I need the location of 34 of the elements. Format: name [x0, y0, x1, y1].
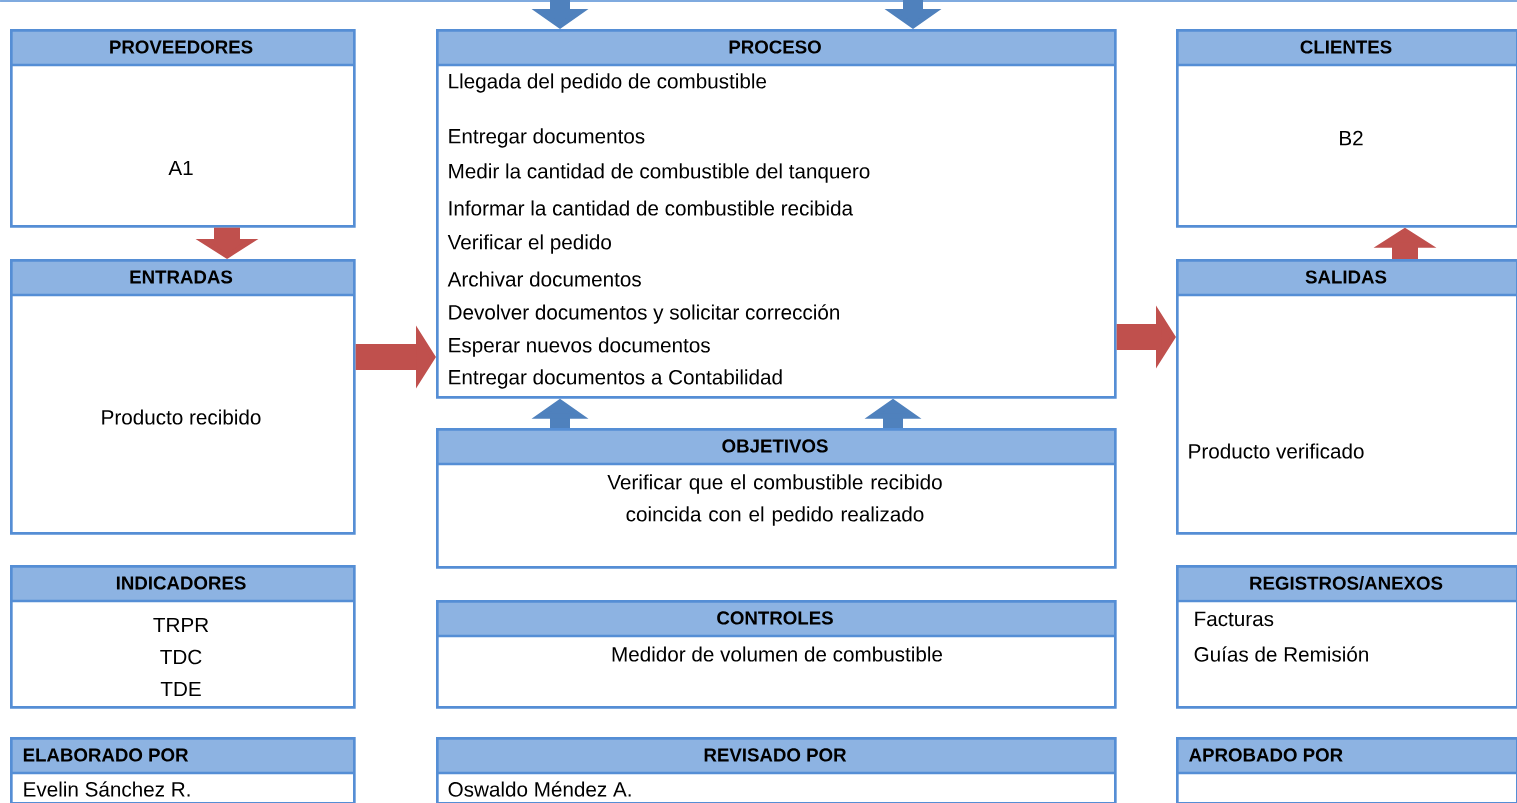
panel-heading: CONTROLES	[717, 611, 833, 625]
panel-heading: REGISTROS/ANEXOS	[1250, 576, 1443, 590]
body-text: Facturas	[1195, 611, 1274, 627]
panel-heading: CLIENTES	[1300, 40, 1392, 54]
body-text: TDC	[160, 649, 202, 665]
panel-heading: SALIDAS	[1305, 270, 1387, 284]
body-text: Verificar el pedido	[447, 234, 611, 254]
body-text: Entregar documentos	[449, 128, 645, 148]
body-text: Producto verificado	[1189, 443, 1364, 459]
body-text: TDE	[160, 681, 201, 697]
body-text: A1	[168, 160, 193, 176]
panel-heading: OBJETIVOS	[722, 439, 828, 453]
body-text: Llegada del pedido de combustible	[449, 73, 767, 93]
body-text: Informar la cantidad de combustible recibida	[449, 200, 854, 216]
body-text: Oswaldo Méndez A.	[448, 781, 631, 797]
body-text: Esperar nuevos documentos	[449, 337, 710, 357]
panel-heading: ENTRADAS	[130, 270, 233, 284]
body-text: Verificar que el combustible recibido coincida con el pedido realizado	[607, 474, 942, 526]
body-text: Medir la cantidad de combustible del tanquero	[449, 163, 870, 183]
body-text: Devolver documentos y solicitar corrección	[449, 304, 839, 324]
panel-heading: INDICADORES	[116, 576, 246, 590]
panel-heading: REVISADO POR	[704, 748, 847, 762]
body-text: B2	[1340, 130, 1363, 146]
body-text: Entregar documentos a Contabilidad	[449, 369, 782, 389]
body-text: Medidor de volumen de combustible	[612, 646, 942, 662]
body-text: Producto recibido	[102, 409, 261, 425]
panel-heading: PROCESO	[729, 40, 821, 54]
panel-heading: PROVEEDORES	[110, 40, 253, 54]
body-text: TRPR	[153, 617, 209, 633]
panel-heading: ELABORADO POR	[23, 748, 189, 762]
body-text: Evelin Sánchez R.	[24, 781, 190, 797]
body-text: Guías de Remisión	[1194, 646, 1368, 662]
body-text: Archivar documentos	[447, 271, 641, 287]
panel-heading: APROBADO POR	[1189, 748, 1343, 762]
